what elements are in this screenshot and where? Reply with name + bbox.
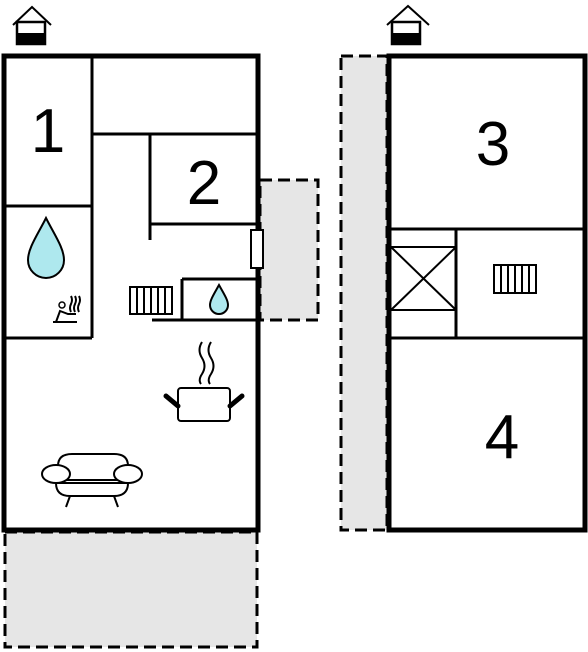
terrace-south <box>3 530 259 649</box>
stair-void-icon <box>390 246 457 311</box>
door <box>250 229 264 269</box>
small-water-drop-icon <box>208 282 230 315</box>
house-icon <box>12 5 52 46</box>
room-number-4: 4 <box>485 403 519 472</box>
floor-upper-outline <box>386 53 588 533</box>
terrace-east <box>258 178 320 322</box>
sofa-icon <box>41 453 143 508</box>
floor-upper: 3 4 <box>339 4 588 533</box>
radiator-icon <box>493 264 537 294</box>
house-icon <box>386 4 430 46</box>
balcony <box>339 54 389 532</box>
floor-ground: 1 2 <box>1 5 320 649</box>
water-drop-icon <box>26 215 66 279</box>
room-number-1: 1 <box>31 97 65 166</box>
cooking-pot-icon <box>163 341 245 422</box>
radiator-icon <box>129 286 173 315</box>
interior-walls-ground <box>4 56 258 340</box>
room-number-2: 2 <box>187 149 221 218</box>
room-number-3: 3 <box>476 110 510 179</box>
sauna-icon <box>53 295 81 323</box>
